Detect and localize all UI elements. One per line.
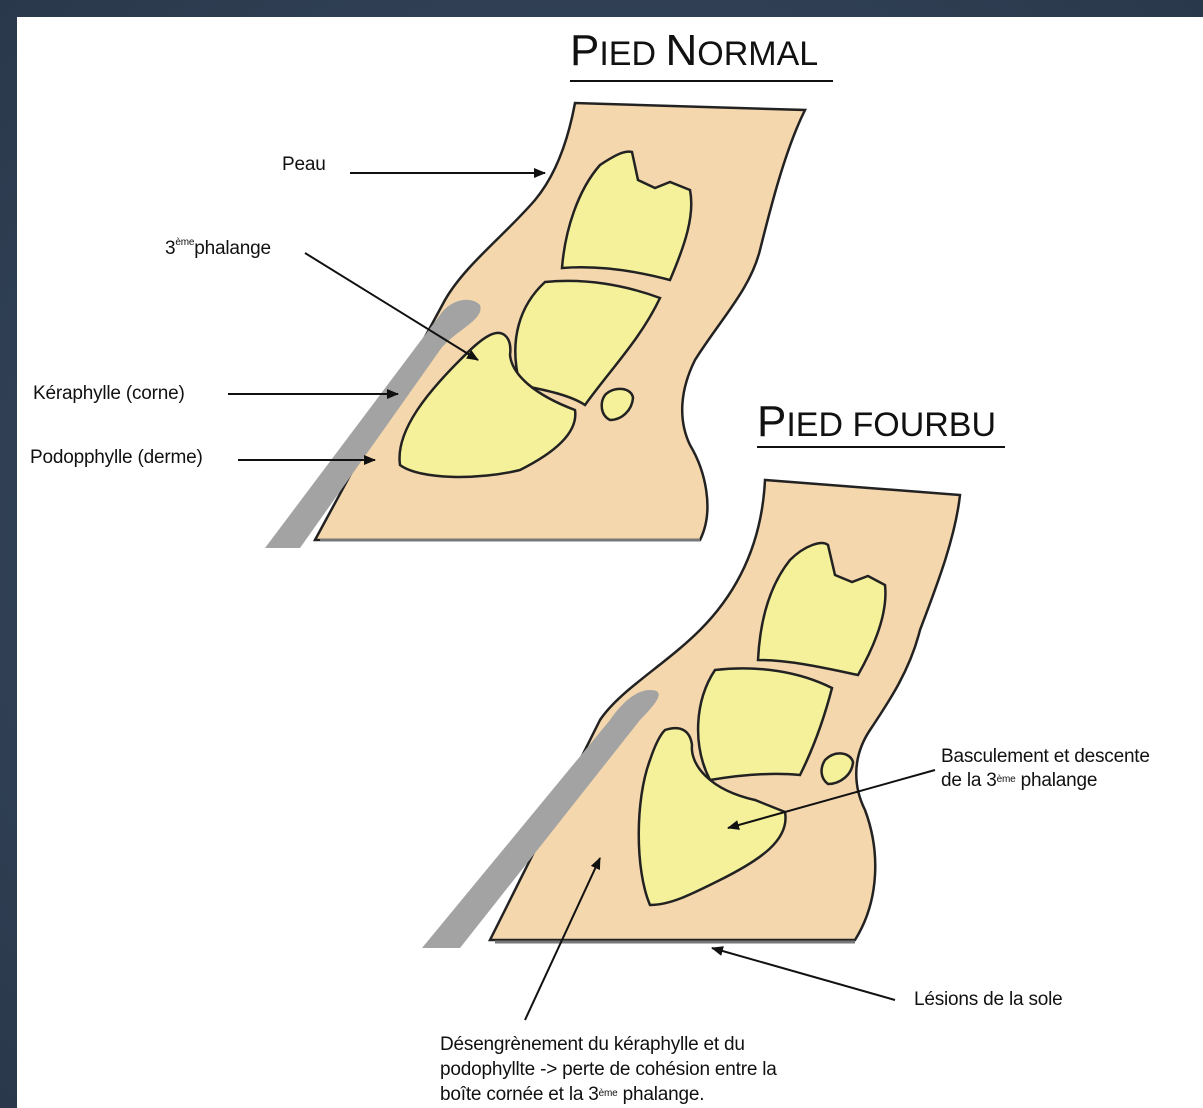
label-lesions-sole: Lésions de la sole bbox=[914, 989, 1063, 1011]
label-desengrenement: Désengrènement du kéraphylle et du podop… bbox=[440, 1032, 777, 1107]
label-basculement: Basculement et descente de la 3ème phala… bbox=[941, 745, 1150, 793]
label-peau: Peau bbox=[282, 154, 326, 176]
foot-diagrams bbox=[17, 17, 1203, 1108]
title-pied-normal: PIED NORMAL bbox=[570, 26, 818, 76]
normal-foot bbox=[265, 103, 805, 548]
title-pied-fourbu: PIED FOURBU bbox=[757, 397, 996, 447]
label-podophylle: Podopphylle (derme) bbox=[30, 447, 203, 469]
diagram-canvas: PIED NORMAL PIED FOURBU Peau 3èmephalang… bbox=[17, 17, 1203, 1108]
label-keraphylle: Kéraphylle (corne) bbox=[33, 383, 185, 405]
fourbu-foot bbox=[422, 480, 960, 948]
arrow-lesions bbox=[712, 948, 895, 1000]
title-pied-normal-underline bbox=[570, 80, 833, 82]
label-3eme-phalange: 3èmephalange bbox=[165, 238, 271, 260]
title-pied-fourbu-underline bbox=[757, 446, 1005, 448]
